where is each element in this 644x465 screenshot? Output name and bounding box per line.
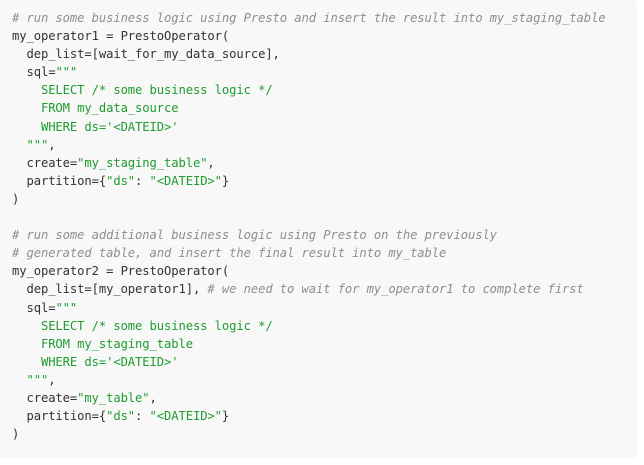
code-line: sql=""" — [12, 63, 637, 81]
code-line: dep_list=[my_operator1], # we need to wa… — [12, 280, 637, 298]
code-line: SELECT /* some business logic */ — [12, 317, 637, 335]
code-line: sql=""" — [12, 299, 637, 317]
code-line: ) — [12, 190, 637, 208]
code-comment: # we need to wait for my_operator1 to co… — [207, 282, 584, 297]
code-text: partition={ — [12, 173, 107, 188]
code-line: FROM my_data_source — [12, 99, 637, 117]
code-string: FROM my_staging_table — [12, 336, 193, 351]
code-string: WHERE ds='<DATEID>' — [12, 119, 179, 134]
code-text: ) — [12, 427, 20, 442]
code-text: my_operator2 = PrestoOperator( — [12, 264, 230, 279]
code-text: : — [135, 173, 150, 188]
code-comment: # run some additional business logic usi… — [12, 228, 497, 243]
code-line: my_operator2 = PrestoOperator( — [12, 262, 637, 280]
code-line: WHERE ds='<DATEID>' — [12, 353, 637, 371]
code-line: # run some business logic using Presto a… — [12, 9, 637, 27]
code-line: """, — [12, 136, 637, 154]
code-string: "ds" — [106, 173, 136, 188]
code-line: WHERE ds='<DATEID>' — [12, 118, 637, 136]
code-text: : — [135, 409, 150, 424]
code-text: } — [221, 173, 230, 188]
code-line: FROM my_staging_table — [12, 335, 637, 353]
code-text: , — [48, 137, 56, 152]
code-string: """ — [12, 372, 49, 387]
code-lines: # run some business logic using Presto a… — [12, 9, 637, 443]
code-text: my_operator1 = PrestoOperator( — [12, 29, 230, 44]
code-string: "<DATEID>" — [149, 173, 222, 188]
code-string: "ds" — [106, 409, 136, 424]
code-line: """, — [12, 371, 637, 389]
code-text: sql= — [12, 65, 56, 80]
code-line: ​ — [12, 208, 637, 226]
code-line: ) — [12, 425, 637, 443]
code-line: partition={"ds": "<DATEID>"} — [12, 407, 637, 425]
code-string: """ — [55, 300, 78, 315]
code-string: SELECT /* some business logic */ — [12, 318, 273, 333]
code-string: """ — [12, 137, 49, 152]
code-text: create= — [12, 155, 78, 170]
code-string: "my_table" — [77, 390, 150, 405]
code-string: "<DATEID>" — [149, 409, 222, 424]
code-text: create= — [12, 390, 78, 405]
code-text: } — [221, 409, 230, 424]
code-line: create="my_staging_table", — [12, 154, 637, 172]
code-string: SELECT /* some business logic */ — [12, 83, 273, 98]
code-text: , — [48, 372, 56, 387]
code-text: dep_list=[wait_for_my_data_source], — [12, 47, 280, 62]
code-line: # run some additional business logic usi… — [12, 226, 637, 244]
code-text: sql= — [12, 300, 56, 315]
code-text: , — [149, 390, 157, 405]
code-text: partition={ — [12, 409, 107, 424]
code-line: create="my_table", — [12, 389, 637, 407]
code-comment: # run some business logic using Presto a… — [12, 11, 606, 25]
code-comment: # generated table, and insert the final … — [12, 246, 447, 261]
code-string: FROM my_data_source — [12, 101, 179, 116]
code-string: "my_staging_table" — [77, 155, 208, 170]
code-text: , — [207, 155, 215, 170]
code-line: SELECT /* some business logic */ — [12, 81, 637, 99]
code-text: dep_list=[my_operator1], — [12, 282, 208, 297]
code-string: WHERE ds='<DATEID>' — [12, 354, 179, 369]
code-block: # run some business logic using Presto a… — [12, 9, 637, 443]
code-string: """ — [55, 65, 78, 80]
code-line: my_operator1 = PrestoOperator( — [12, 27, 637, 45]
code-line: partition={"ds": "<DATEID>"} — [12, 172, 637, 190]
code-line: dep_list=[wait_for_my_data_source], — [12, 45, 637, 63]
code-text: ) — [12, 191, 20, 206]
code-line: # generated table, and insert the final … — [12, 244, 637, 262]
